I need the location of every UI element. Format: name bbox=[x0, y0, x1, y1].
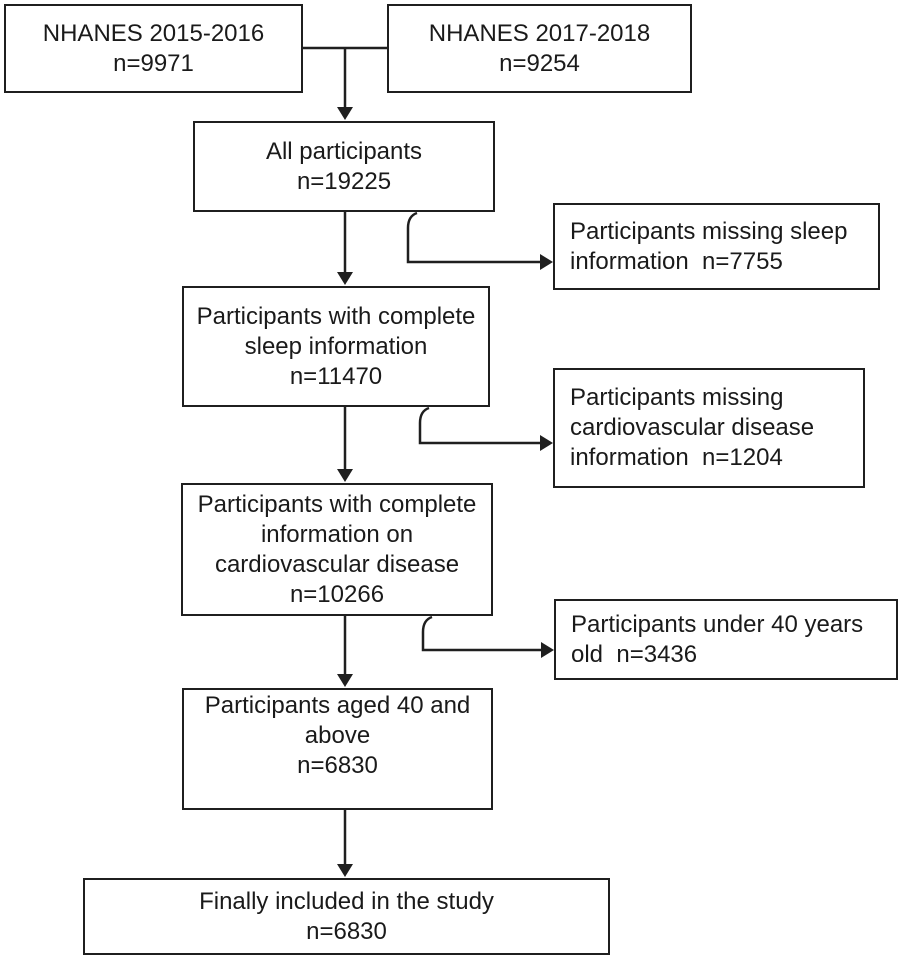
arrowhead-to-sleep bbox=[337, 272, 353, 285]
arrowhead-to-missing-cvd bbox=[540, 435, 553, 451]
node-complete-sleep-information: Participants with complete sleep informa… bbox=[182, 286, 490, 407]
node-nhanes-2017-2018: NHANES 2017-2018 n=9254 bbox=[387, 4, 692, 93]
elbow-line-missing-sleep bbox=[406, 211, 541, 264]
node-count: n=19225 bbox=[296, 167, 392, 195]
arrowhead-to-under-40 bbox=[541, 642, 554, 658]
node-all-participants: All participants n=19225 bbox=[193, 121, 495, 212]
node-label: NHANES 2015-2016 bbox=[42, 19, 265, 47]
node-label: Participants with complete bbox=[197, 490, 477, 518]
node-label: sleep information bbox=[244, 332, 428, 360]
exclusion-label: cardiovascular disease bbox=[570, 414, 815, 441]
node-count: n=10266 bbox=[289, 580, 385, 608]
node-count: n=11470 bbox=[289, 362, 383, 390]
node-label: All participants bbox=[265, 137, 423, 165]
exclusion-label: Participants under 40 years bbox=[571, 610, 864, 638]
exclusion-label: Participants missing bbox=[570, 384, 784, 411]
node-count: n=9254 bbox=[499, 49, 580, 77]
elbow-line-missing-cvd bbox=[418, 406, 541, 445]
arrowhead-to-cvd bbox=[337, 469, 353, 482]
node-label: information on bbox=[260, 520, 414, 548]
exclusion-count: information n=7755 bbox=[570, 247, 783, 275]
node-complete-cvd-information: Participants with complete information o… bbox=[181, 483, 493, 616]
node-finally-included: Finally included in the study n=6830 bbox=[83, 878, 610, 955]
node-label: cardiovascular disease bbox=[214, 550, 460, 578]
node-count: n=6830 bbox=[306, 917, 387, 945]
node-label: NHANES 2017-2018 bbox=[428, 19, 651, 47]
arrowhead-to-final bbox=[337, 864, 353, 877]
exclusion-count: information n=1204 bbox=[570, 444, 783, 471]
arrowhead-to-all-participants bbox=[337, 107, 353, 120]
elbow-line-under-40 bbox=[421, 615, 542, 652]
node-label: above bbox=[304, 722, 371, 749]
node-label: Finally included in the study bbox=[199, 887, 494, 915]
node-aged-40-and-above: Participants aged 40 and above n=6830 bbox=[182, 688, 493, 810]
arrowhead-to-aged40 bbox=[337, 674, 353, 687]
node-label: Participants aged 40 and bbox=[204, 692, 471, 719]
arrowhead-to-missing-sleep bbox=[540, 254, 553, 270]
exclusion-label: Participants missing sleep bbox=[570, 217, 848, 245]
node-nhanes-2015-2016: NHANES 2015-2016 n=9971 bbox=[4, 4, 303, 93]
node-count: n=9971 bbox=[113, 49, 194, 77]
exclusion-count: old n=3436 bbox=[571, 640, 698, 668]
exclusion-box-missing-cvd: Participants missing cardiovascular dise… bbox=[553, 368, 865, 488]
node-count: n=6830 bbox=[297, 752, 378, 779]
node-label: Participants with complete bbox=[196, 302, 476, 330]
exclusion-box-missing-sleep: Participants missing sleep information n… bbox=[553, 203, 880, 290]
exclusion-box-under-40: Participants under 40 years old n=3436 bbox=[554, 599, 898, 680]
